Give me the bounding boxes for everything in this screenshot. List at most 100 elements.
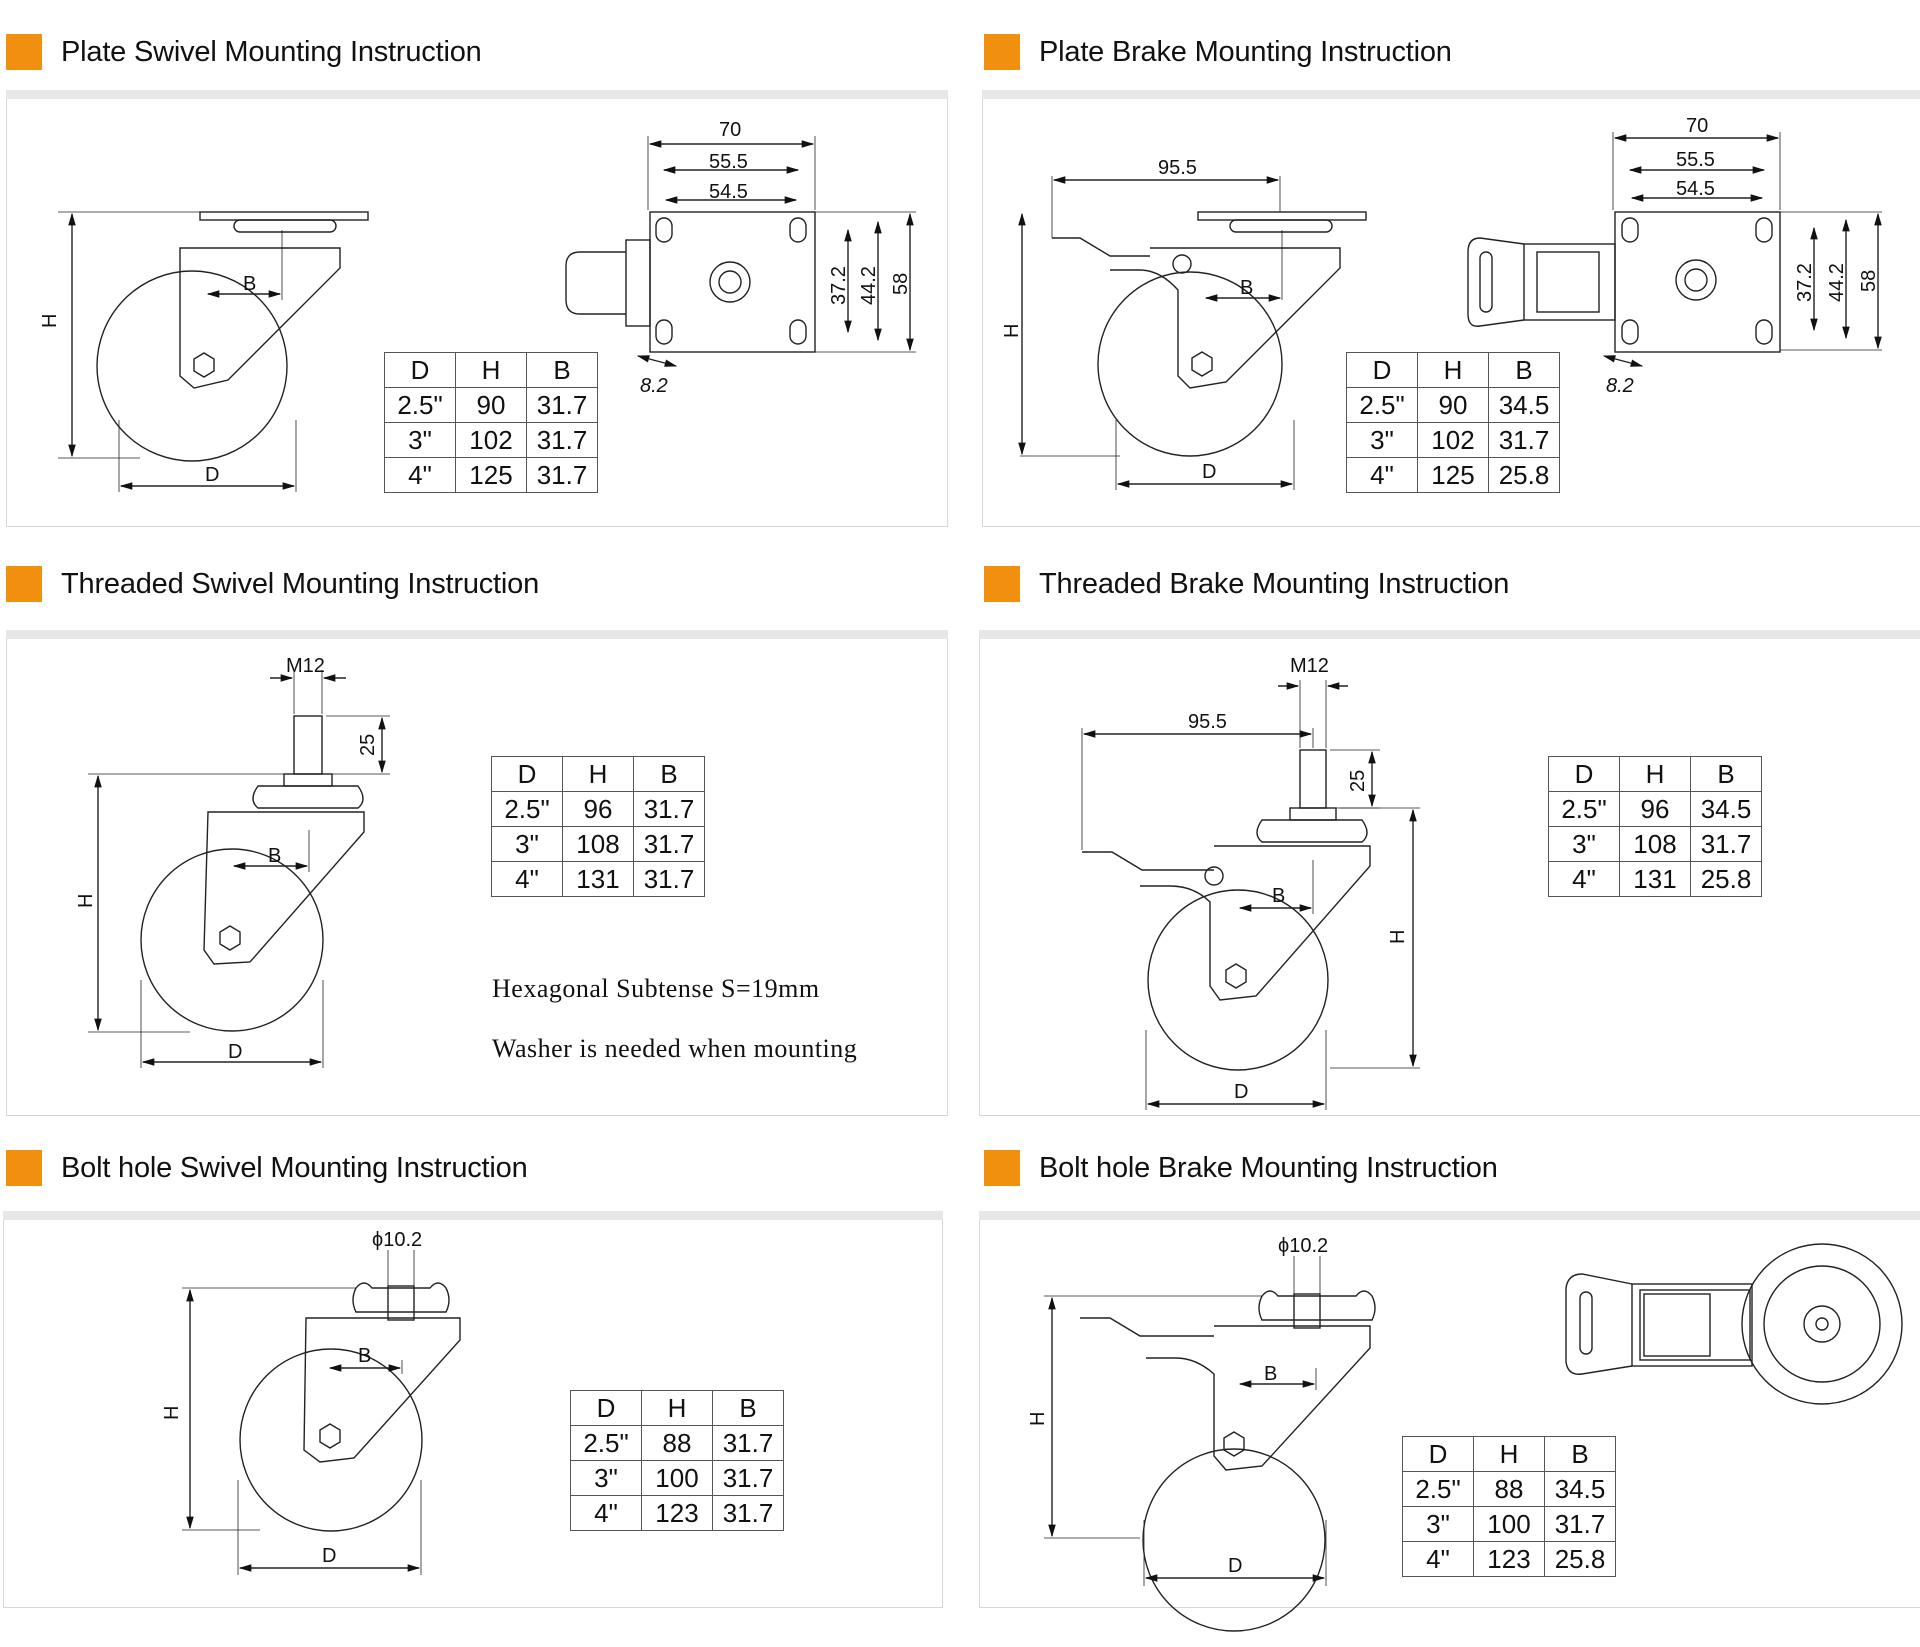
plate-brake-top-view: [1467, 132, 1882, 367]
dim-55-5: 55.5: [709, 151, 748, 173]
table-cell: 4": [491, 861, 563, 897]
threaded-brake-caster-drawing: [1081, 680, 1420, 1110]
table-cell: 4": [570, 1495, 642, 1531]
table-cell: 3": [491, 826, 563, 862]
orange-square-icon: [984, 34, 1020, 70]
dim-8-2: 8.2: [640, 375, 668, 397]
bolt-swivel-caster-drawing: [182, 1250, 461, 1575]
table-cell: 25.8: [1488, 457, 1560, 493]
orange-square-icon: [6, 1150, 42, 1186]
table-header: B: [1488, 352, 1560, 388]
table-cell: 31.7: [1488, 422, 1560, 458]
dim-label-B: B: [243, 273, 256, 295]
table-cell: 123: [641, 1495, 713, 1531]
table-header: H: [1417, 352, 1489, 388]
bolt-brake-top-view: [1565, 1243, 1903, 1405]
orange-square-icon: [984, 1150, 1020, 1186]
table-header: D: [570, 1390, 642, 1426]
table-cell: 88: [641, 1425, 713, 1461]
table-cell: 31.7: [712, 1460, 784, 1496]
dim-label-H: H: [161, 1406, 183, 1420]
table-cell: 2.5": [384, 387, 456, 423]
table-header: D: [1346, 352, 1418, 388]
table-header: B: [526, 352, 598, 388]
dim-label-B: B: [358, 1345, 371, 1367]
dim-54-5: 54.5: [709, 181, 748, 203]
table-cell: 31.7: [526, 457, 598, 493]
bolt-brake-caster-drawing: [1044, 1256, 1376, 1632]
table-cell: 100: [1473, 1506, 1545, 1542]
section-title: Bolt hole Brake Mounting Instruction: [1039, 1152, 1498, 1184]
table-cell: 3": [1402, 1506, 1474, 1542]
table-cell: 31.7: [712, 1495, 784, 1531]
section-title: Plate Brake Mounting Instruction: [1039, 36, 1452, 68]
dim-8-2: 8.2: [1606, 375, 1634, 397]
panel-threaded-brake: [979, 630, 1920, 1116]
table-cell: 31.7: [526, 422, 598, 458]
table-cell: 2.5": [1346, 387, 1418, 423]
dim-label-D: D: [1202, 461, 1216, 483]
table-cell: 2.5": [1548, 791, 1620, 827]
table-cell: 31.7: [1690, 826, 1762, 862]
plate-swivel-caster-drawing: [58, 211, 369, 492]
table-cell: 96: [562, 791, 634, 827]
table-header: H: [641, 1390, 713, 1426]
table-header: H: [1619, 756, 1691, 792]
table-cell: 131: [562, 861, 634, 897]
table-header: B: [633, 756, 705, 792]
table-cell: 31.7: [633, 861, 705, 897]
note-washer: Washer is needed when mounting: [492, 1034, 858, 1063]
table-cell: 25.8: [1690, 861, 1762, 897]
table-cell: 125: [1417, 457, 1489, 493]
dim-44-2: 44.2: [858, 266, 880, 305]
table-header: H: [1473, 1436, 1545, 1472]
dim-label-B: B: [1272, 885, 1285, 907]
section-title: Bolt hole Swivel Mounting Instruction: [61, 1152, 528, 1184]
table-cell: 34.5: [1544, 1471, 1616, 1507]
table-cell: 123: [1473, 1541, 1545, 1577]
dim-54-5: 54.5: [1676, 178, 1715, 200]
dim-55-5: 55.5: [1676, 149, 1715, 171]
orange-square-icon: [6, 34, 42, 70]
dim-bore: ϕ10.2: [372, 1229, 422, 1251]
table-cell: 4": [1548, 861, 1620, 897]
table-header: H: [455, 352, 527, 388]
table-cell: 31.7: [1544, 1506, 1616, 1542]
table-header: B: [1544, 1436, 1616, 1472]
table-header: D: [384, 352, 456, 388]
dim-70: 70: [719, 119, 741, 141]
table-cell: 4": [1346, 457, 1418, 493]
section-title: Threaded Brake Mounting Instruction: [1039, 568, 1510, 600]
plate-swivel-top-view: [565, 136, 916, 367]
orange-square-icon: [6, 566, 42, 602]
dim-label-H: H: [1027, 1412, 1049, 1426]
table-header: H: [562, 756, 634, 792]
panel-threaded-swivel: [6, 630, 948, 1116]
dim-label-H: H: [1001, 324, 1023, 338]
table-cell: 90: [1417, 387, 1489, 423]
panel-bolt-swivel: [3, 1211, 943, 1608]
dim-bore: ϕ10.2: [1278, 1235, 1328, 1257]
note-hexagonal-subtense: Hexagonal Subtense S=19mm: [492, 974, 820, 1003]
table-cell: 100: [641, 1460, 713, 1496]
dim-95-5: 95.5: [1158, 157, 1197, 179]
table-cell: 2.5": [491, 791, 563, 827]
table-cell: 3": [1548, 826, 1620, 862]
dim-25: 25: [357, 734, 379, 756]
table-cell: 34.5: [1690, 791, 1762, 827]
dim-58: 58: [890, 273, 912, 295]
